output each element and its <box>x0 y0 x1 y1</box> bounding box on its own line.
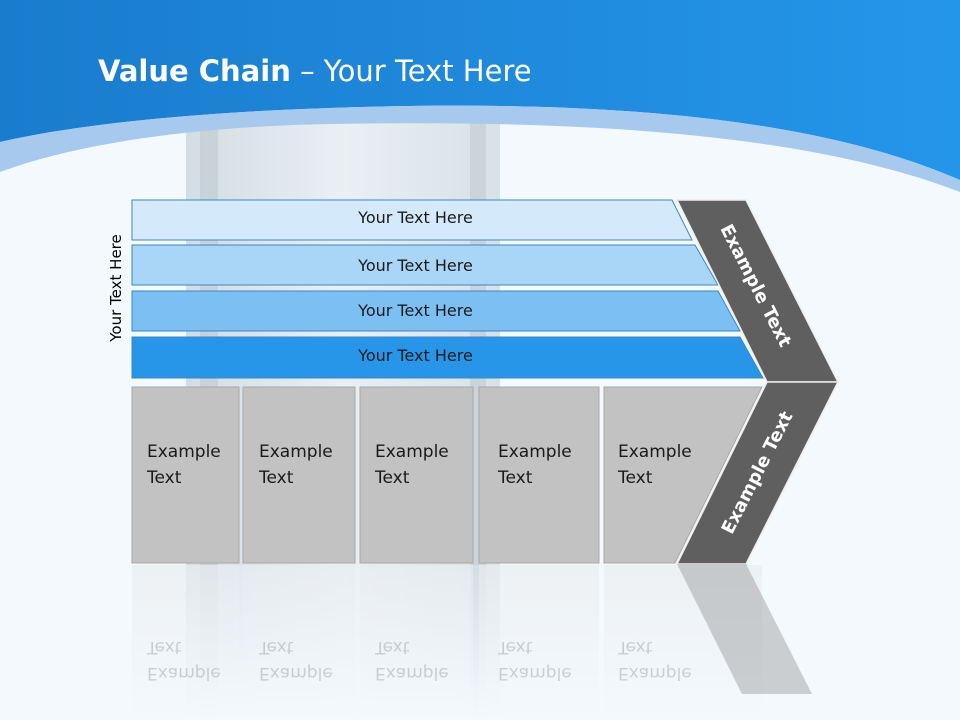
band-1 <box>131 199 693 241</box>
value-box-3 <box>359 386 474 564</box>
value-box-1 <box>131 386 240 564</box>
band-label-2: Your Text Here <box>358 256 473 275</box>
value-box-4 <box>478 386 600 564</box>
band-label-1: Your Text Here <box>358 208 473 227</box>
band-2 <box>131 244 719 286</box>
header-band <box>0 0 960 180</box>
page-title: Value Chain – Your Text Here <box>98 54 532 88</box>
box-group <box>131 386 763 564</box>
header-wave <box>0 105 960 192</box>
band-3 <box>131 290 741 332</box>
side-label: Your Text Here <box>107 234 125 342</box>
band-group <box>131 199 764 379</box>
band-label-3: Your Text Here <box>358 301 473 320</box>
chevron-lower <box>675 381 840 565</box>
value-box-2 <box>242 386 356 564</box>
value-box-5 <box>603 386 763 564</box>
chevron-reflection <box>677 564 812 694</box>
band-4 <box>131 336 764 379</box>
band-label-4: Your Text Here <box>358 346 473 365</box>
